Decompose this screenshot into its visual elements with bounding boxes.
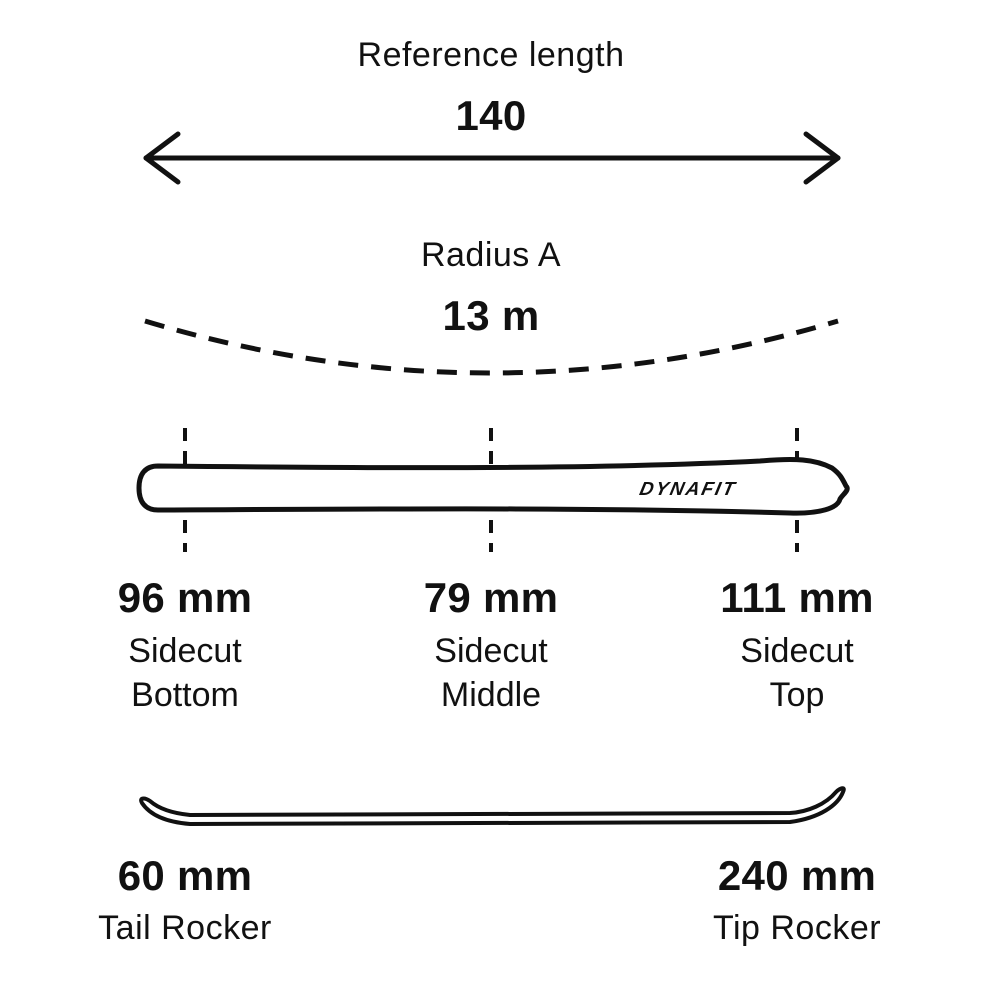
ski-side-profile (139, 786, 846, 826)
reference-length-value: 140 (455, 92, 527, 139)
sidecut-top-label-line1: Sidecut (740, 632, 854, 670)
sidecut-bottom-value: 96 mm (117, 574, 253, 621)
sidecut-middle-value: 79 mm (423, 574, 559, 621)
sidecut-middle-label: Sidecut Middle (434, 629, 547, 717)
reference-length-label: Reference length (357, 36, 625, 74)
tail-rocker-label: Tail Rocker (98, 909, 272, 947)
sidecut-middle-label-line1: Sidecut (434, 632, 548, 670)
radius-label: Radius A (420, 236, 562, 274)
radius-value: 13 m (442, 292, 540, 339)
sidecut-top-value: 111 mm (720, 574, 874, 621)
sidecut-bottom-label: Sidecut Bottom (128, 629, 241, 717)
sidecut-top-label: Sidecut Top (740, 629, 853, 717)
sidecut-markers (183, 428, 799, 552)
radius-arc (144, 318, 839, 376)
sidecut-bottom-label-line2: Bottom (131, 676, 239, 714)
ski-brand-logo: DYNAFIT (638, 479, 739, 500)
sidecut-top-label-line2: Top (769, 676, 825, 714)
tip-rocker-value: 240 mm (717, 852, 877, 899)
sidecut-bottom-label-line1: Sidecut (128, 632, 242, 670)
arrow-head-right (803, 131, 841, 185)
ski-top-view (136, 456, 850, 516)
tip-rocker-label: Tip Rocker (712, 909, 882, 947)
reference-length-arrow (143, 131, 841, 185)
arrow-head-left (143, 131, 181, 185)
tail-rocker-value: 60 mm (117, 852, 253, 899)
sidecut-middle-label-line2: Middle (440, 676, 542, 714)
